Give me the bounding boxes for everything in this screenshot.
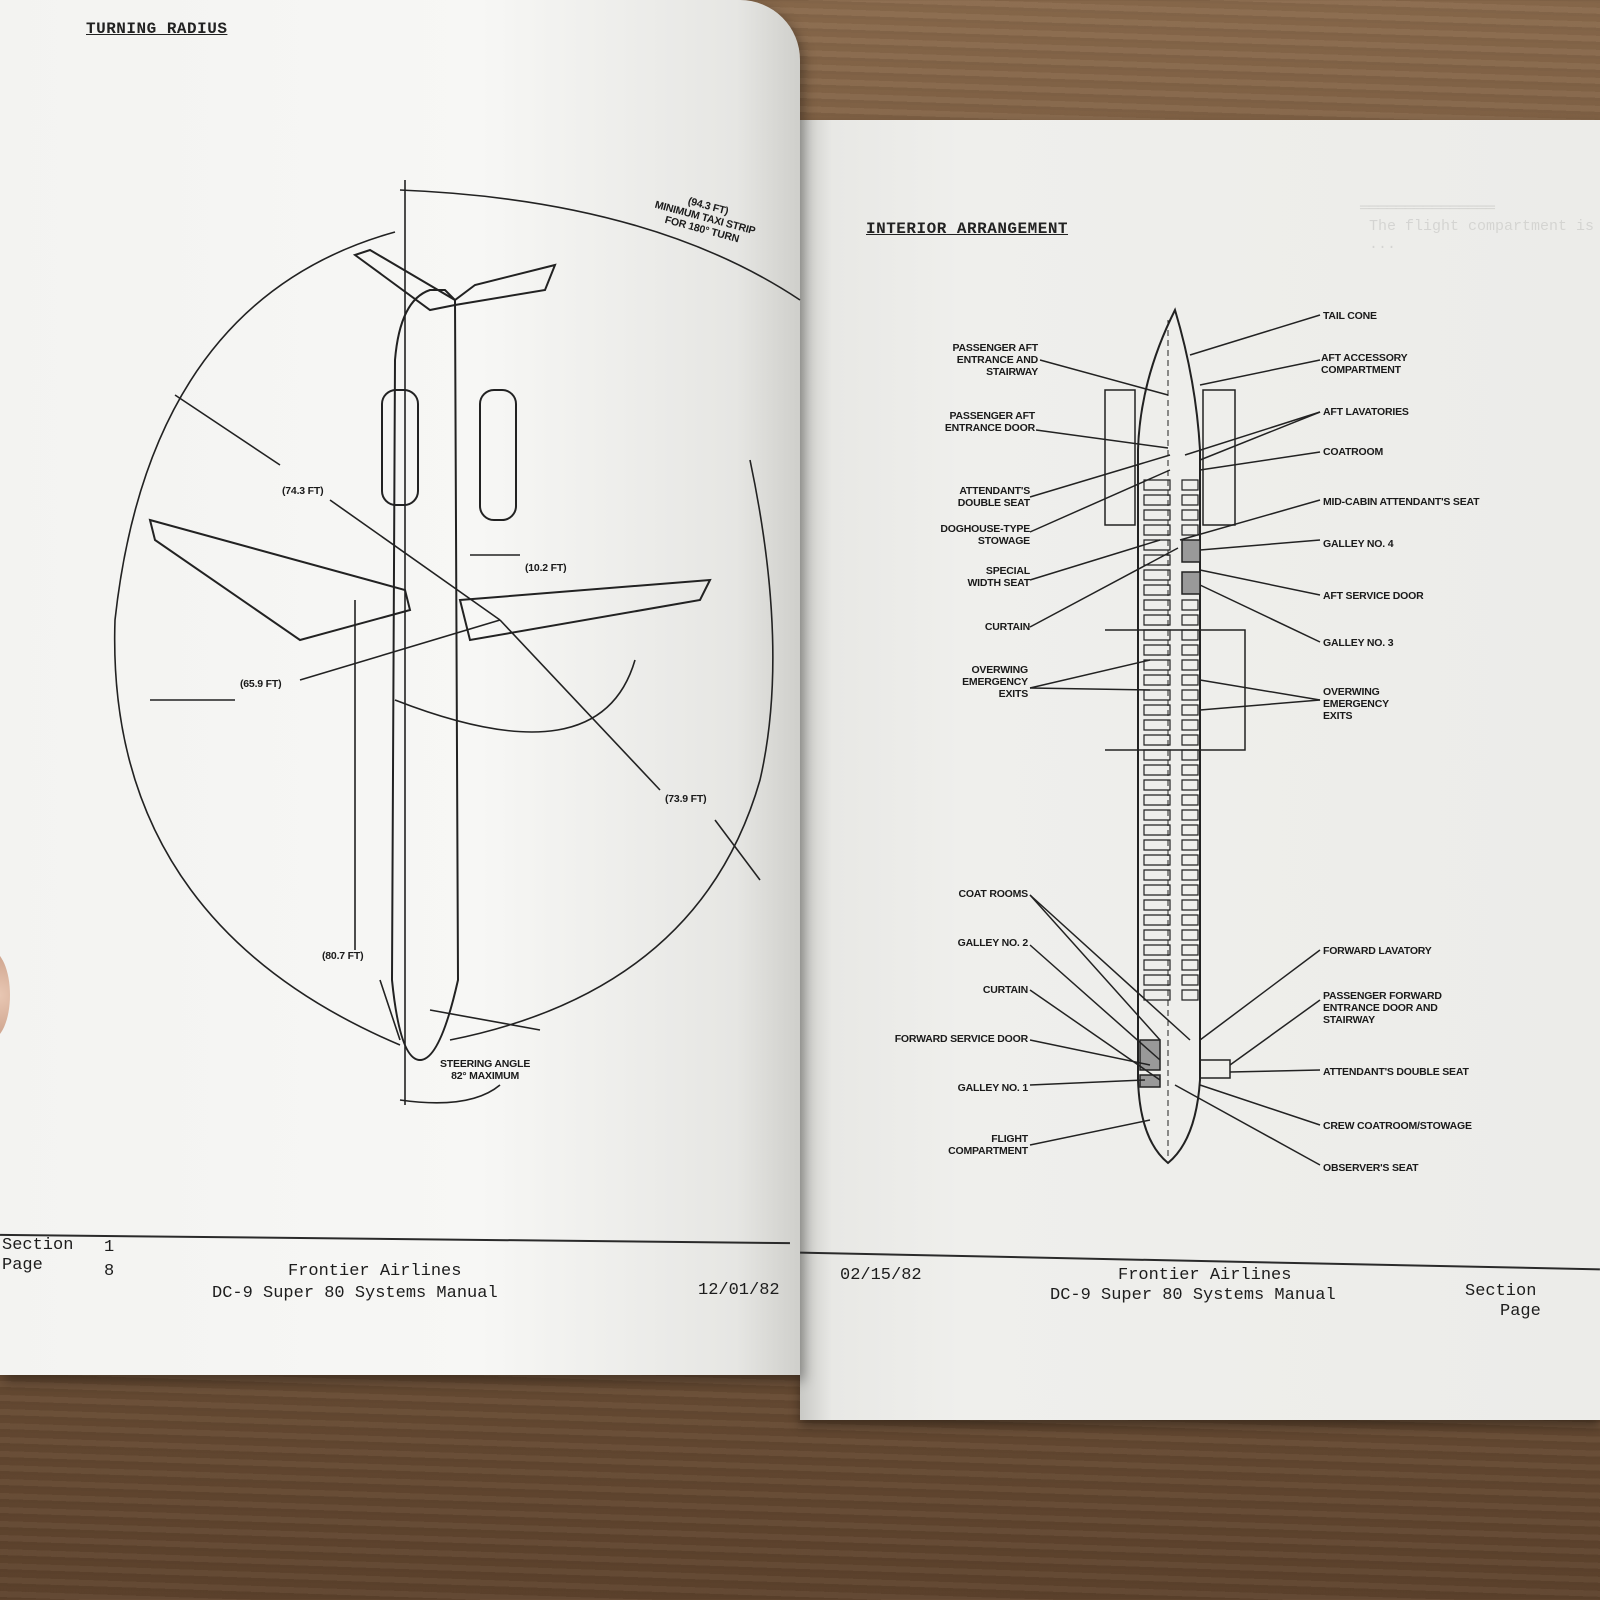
left-section-value: 1 <box>104 1238 115 1257</box>
label-passenger-aft-entrance-stairway: PASSENGER AFT ENTRANCE AND STAIRWAY <box>952 342 1039 378</box>
steering-angle-value: 82° MAXIMUM <box>451 1070 520 1082</box>
label-crew-coatroom: CREW COATROOM/STOWAGE <box>1323 1120 1472 1132</box>
thumb <box>0 950 10 1040</box>
left-page-label: Page <box>2 1256 43 1275</box>
label-observers-seat: OBSERVER'S SEAT <box>1323 1162 1419 1174</box>
right-company: Frontier Airlines <box>1118 1266 1292 1285</box>
label-curtain-forward: CURTAIN <box>982 984 1028 996</box>
right-manual-title: DC-9 Super 80 Systems Manual <box>1050 1286 1336 1305</box>
left-page <box>0 0 800 1375</box>
label-aft-accessory-compartment: AFT ACCESSORY COMPARTMENT <box>1321 352 1408 376</box>
label-special-width-seat: SPECIAL WIDTH SEAT <box>967 565 1030 589</box>
label-galley-no-3: GALLEY NO. 3 <box>1323 637 1394 649</box>
label-aft-service-door: AFT SERVICE DOOR <box>1323 590 1424 602</box>
label-aft-lavatories: AFT LAVATORIES <box>1323 406 1409 418</box>
label-overwing-exits-left: OVERWING EMERGENCY EXITS <box>962 664 1028 700</box>
page-title-turning-radius: TURNING RADIUS <box>86 20 228 38</box>
label-overwing-exits-right: OVERWING EMERGENCY EXITS <box>1323 686 1389 722</box>
left-section-label: Section <box>2 1236 74 1255</box>
label-flight-compartment: FLIGHT COMPARTMENT <box>948 1133 1028 1157</box>
bleed-through-text: ═══════════════ The flight compartment i… <box>1360 200 1595 253</box>
label-galley-no-2: GALLEY NO. 2 <box>957 937 1029 949</box>
label-forward-lavatory: FORWARD LAVATORY <box>1323 945 1432 957</box>
dim-74-3: (74.3 FT) <box>282 485 324 497</box>
label-attendants-double-seat-aft: ATTENDANT'S DOUBLE SEAT <box>957 485 1030 509</box>
right-section-label: Section <box>1465 1282 1537 1301</box>
right-date: 02/15/82 <box>840 1266 922 1285</box>
page-title-interior-arrangement: INTERIOR ARRANGEMENT <box>866 220 1069 238</box>
label-passenger-forward-entrance: PASSENGER FORWARD ENTRANCE DOOR AND STAI… <box>1323 990 1442 1026</box>
label-attendants-double-seat-fwd: ATTENDANT'S DOUBLE SEAT <box>1323 1066 1469 1078</box>
left-company: Frontier Airlines <box>288 1262 462 1281</box>
label-forward-service-door: FORWARD SERVICE DOOR <box>894 1033 1028 1045</box>
label-passenger-aft-entrance-door: PASSENGER AFT ENTRANCE DOOR <box>944 410 1035 434</box>
label-coat-rooms: COAT ROOMS <box>958 888 1028 900</box>
label-mid-cabin-attendant-seat: MID-CABIN ATTENDANT'S SEAT <box>1323 496 1480 508</box>
label-tail-cone: TAIL CONE <box>1323 310 1377 322</box>
left-manual-title: DC-9 Super 80 Systems Manual <box>212 1284 498 1303</box>
label-curtain-aft: CURTAIN <box>984 621 1030 633</box>
dim-10-2: (10.2 FT) <box>525 562 567 574</box>
left-date: 12/01/82 <box>698 1281 780 1300</box>
label-galley-no-1: GALLEY NO. 1 <box>957 1082 1029 1094</box>
left-page-value: 8 <box>104 1262 115 1281</box>
dim-80-7: (80.7 FT) <box>322 950 364 962</box>
right-page-label: Page <box>1500 1302 1541 1321</box>
dim-65-9: (65.9 FT) <box>240 678 282 690</box>
label-doghouse-stowage: DOGHOUSE-TYPE STOWAGE <box>940 523 1030 547</box>
dim-73-9: (73.9 FT) <box>665 793 707 805</box>
label-galley-no-4: GALLEY NO. 4 <box>1323 538 1394 550</box>
steering-angle-label: STEERING ANGLE 82° MAXIMUM <box>440 1058 530 1082</box>
label-coatroom: COATROOM <box>1323 446 1384 458</box>
steering-angle-caption: STEERING ANGLE <box>440 1058 531 1070</box>
